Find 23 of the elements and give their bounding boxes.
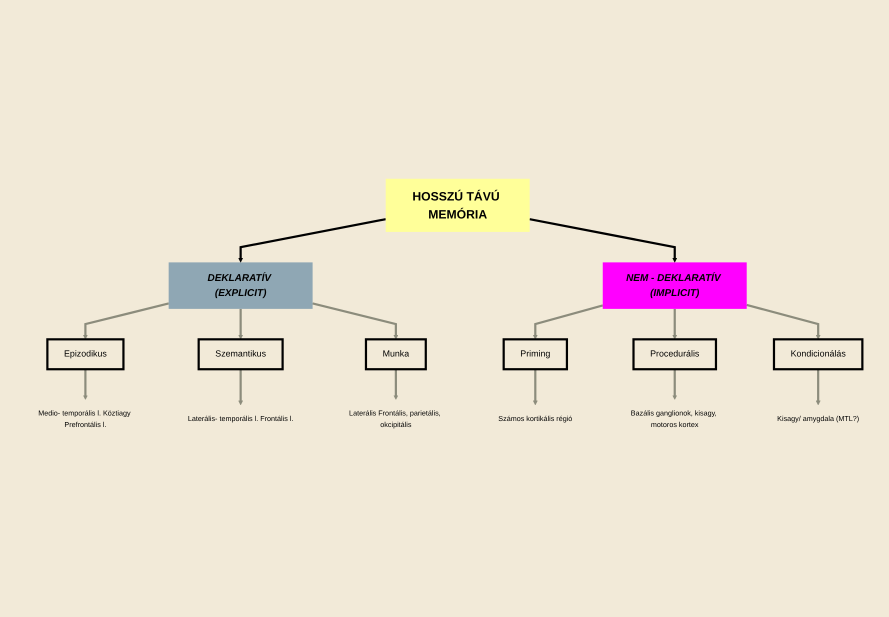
node-box: HOSSZÚ TÁVÚ MEMÓRIA	[386, 178, 530, 232]
arrow	[82, 302, 169, 340]
node-box: DEKLARATÍV (EXPLICIT)	[168, 262, 312, 310]
node-box: Munka	[364, 338, 427, 371]
arrow	[238, 218, 386, 263]
arrow	[672, 369, 678, 400]
arrow	[746, 304, 820, 340]
arrow	[532, 304, 603, 340]
arrow	[393, 369, 398, 400]
node-box: Priming	[502, 338, 568, 371]
arrow	[672, 309, 678, 340]
arrow	[82, 369, 88, 400]
node-box: Epizodikus	[46, 338, 124, 371]
arrow	[816, 369, 820, 406]
node-box: NEM - DEKLARATÍV (IMPLICIT)	[602, 262, 747, 310]
arrow	[238, 309, 243, 340]
arrow	[529, 218, 678, 263]
node-box: Kondicionálás	[772, 338, 864, 371]
node-box: Szemantikus	[197, 338, 284, 371]
arrow	[532, 369, 538, 406]
arrow	[312, 302, 398, 340]
arrow	[238, 369, 243, 406]
node-box: Procedurális	[632, 338, 717, 371]
